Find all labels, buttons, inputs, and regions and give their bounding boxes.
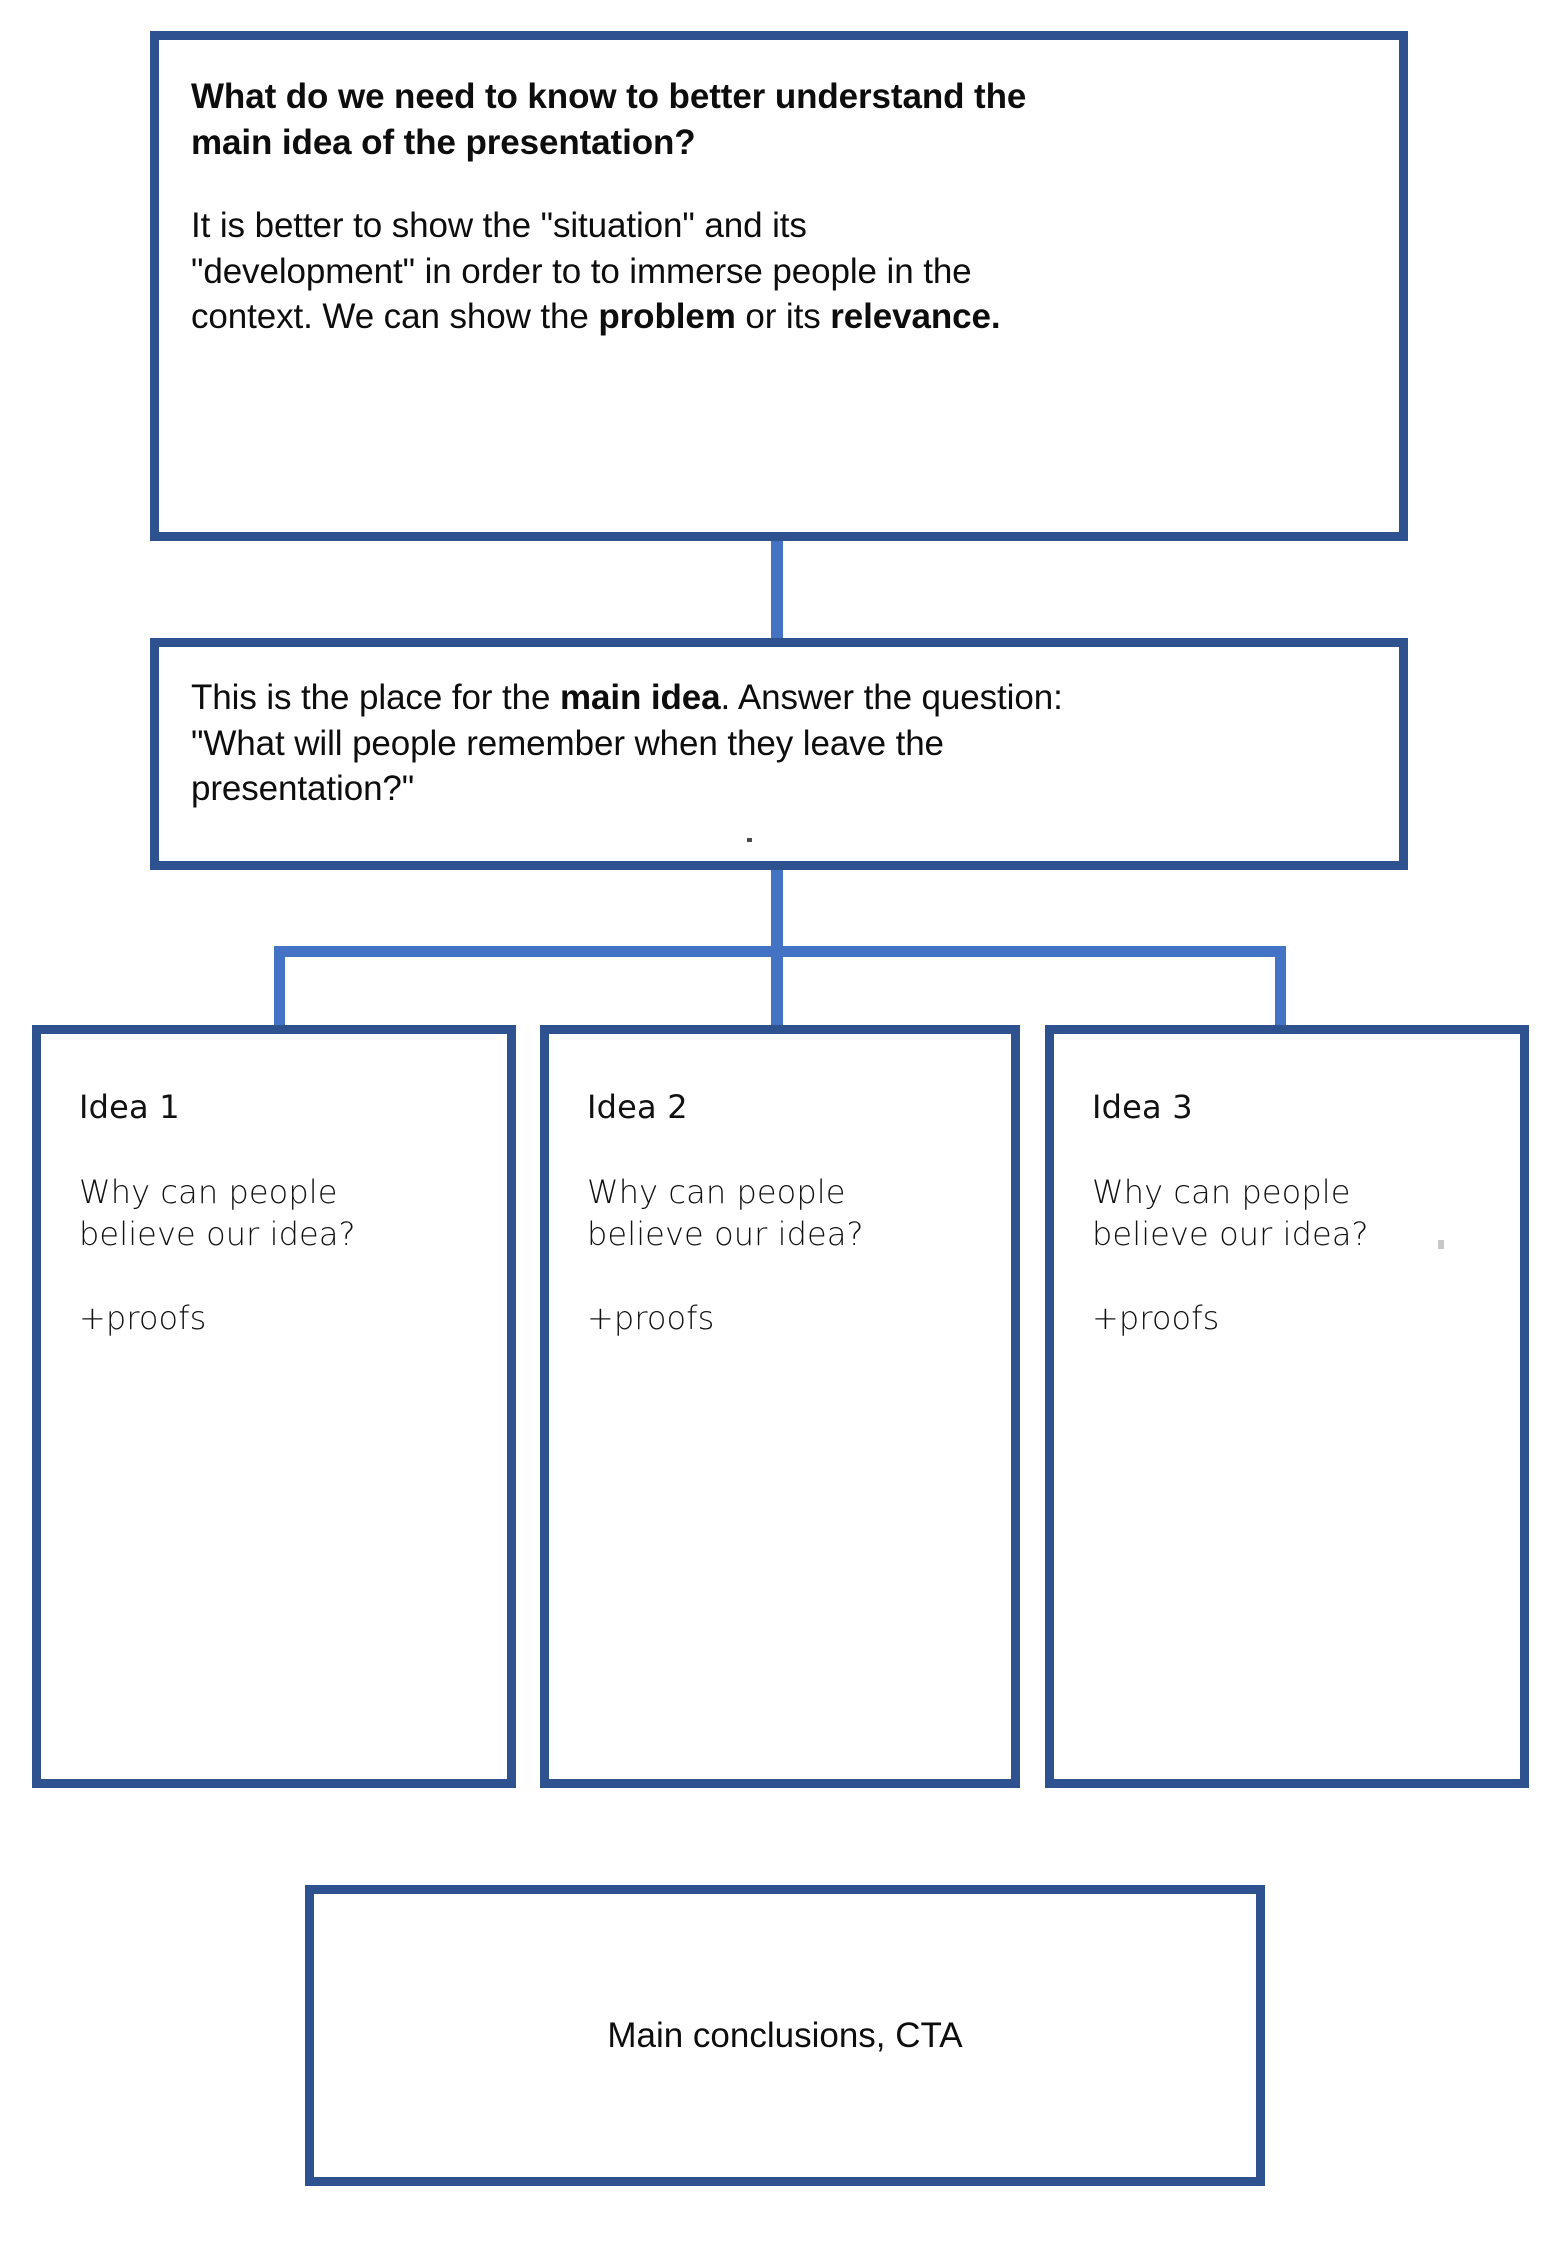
- main-idea-line-1-pre: This is the place for the: [191, 678, 560, 717]
- conclusion-text: Main conclusions, CTA: [607, 2015, 963, 2055]
- idea-card-1-spacer-b: [79, 1256, 469, 1298]
- main-idea-box[interactable]: This is the place for the main idea. Ans…: [150, 638, 1408, 870]
- idea-card-3-spacer-b: [1092, 1256, 1482, 1298]
- idea-card-2-spacer-a: [587, 1126, 973, 1172]
- idea-card-1-title: Idea 1: [79, 1088, 180, 1126]
- main-idea-line-3: presentation?": [191, 769, 415, 808]
- idea-card-2-title: Idea 2: [587, 1088, 688, 1126]
- context-body-line-2: "development" in order to to immerse peo…: [191, 251, 972, 291]
- context-spacer: [191, 165, 1367, 203]
- connector-branch-horizontal: [274, 946, 1286, 957]
- scan-artifact-dot: [747, 838, 752, 842]
- context-body-line-1: It is better to show the "situation" and…: [191, 206, 807, 245]
- main-idea-line-1-post: . Answer the question:: [720, 678, 1063, 717]
- context-body-line-3: context. We can show the problem or its …: [191, 294, 1367, 340]
- main-idea-line-2: "What will people remember when they lea…: [191, 723, 944, 763]
- idea-card-1-question-line-1: Why can people: [79, 1173, 338, 1212]
- scan-artifact-tick: [1438, 1240, 1444, 1249]
- context-question-line-1: What do we need to know to better unders…: [191, 77, 1027, 116]
- context-question-line-2: main idea of the presentation?: [191, 122, 696, 162]
- main-idea-line-1: This is the place for the main idea. Ans…: [191, 675, 1367, 721]
- idea-card-1[interactable]: Idea 1 Why can people believe our idea? …: [32, 1025, 516, 1788]
- idea-card-3-proofs: +proofs: [1092, 1298, 1220, 1337]
- idea-card-1-content: Idea 1 Why can people believe our idea? …: [41, 1034, 507, 1779]
- context-box[interactable]: What do we need to know to better unders…: [150, 31, 1408, 541]
- idea-card-3-question-line-2: believe our idea?: [1092, 1214, 1369, 1253]
- idea-card-3-title: Idea 3: [1092, 1088, 1193, 1126]
- conclusion-box[interactable]: Main conclusions, CTA: [305, 1885, 1265, 2186]
- main-idea-line-1-bold: main idea: [559, 678, 721, 717]
- context-box-content: What do we need to know to better unders…: [159, 40, 1399, 532]
- idea-card-3-content: Idea 3 Why can people believe our idea? …: [1054, 1034, 1520, 1779]
- idea-card-1-proofs: +proofs: [79, 1298, 207, 1337]
- idea-card-2-content: Idea 2 Why can people believe our idea? …: [549, 1034, 1011, 1779]
- idea-card-2-proofs: +proofs: [587, 1298, 715, 1337]
- idea-card-1-spacer-a: [79, 1126, 469, 1172]
- idea-card-3-question-line-1: Why can people: [1092, 1173, 1351, 1212]
- idea-card-2-spacer-b: [587, 1256, 973, 1298]
- connector-context-to-main-idea: [771, 541, 783, 641]
- idea-card-3[interactable]: Idea 3 Why can people believe our idea? …: [1045, 1025, 1529, 1788]
- conclusion-box-content: Main conclusions, CTA: [314, 1894, 1256, 2177]
- idea-card-2-question-line-1: Why can people: [587, 1173, 846, 1212]
- context-body-3-mid: or its: [735, 297, 831, 336]
- idea-card-2[interactable]: Idea 2 Why can people believe our idea? …: [540, 1025, 1020, 1788]
- idea-card-3-spacer-a: [1092, 1126, 1482, 1172]
- context-body-3-bold-problem: problem: [598, 297, 736, 336]
- context-body-3-bold-relevance: relevance.: [830, 297, 1001, 336]
- idea-card-1-question-line-2: believe our idea?: [79, 1214, 356, 1253]
- idea-card-2-question-line-2: believe our idea?: [587, 1214, 864, 1253]
- context-body-3-pre: context. We can show the: [191, 297, 599, 336]
- main-idea-box-content: This is the place for the main idea. Ans…: [159, 647, 1399, 861]
- connector-branch-to-idea-3: [1275, 946, 1286, 1025]
- connector-branch-to-idea-1: [274, 946, 285, 1025]
